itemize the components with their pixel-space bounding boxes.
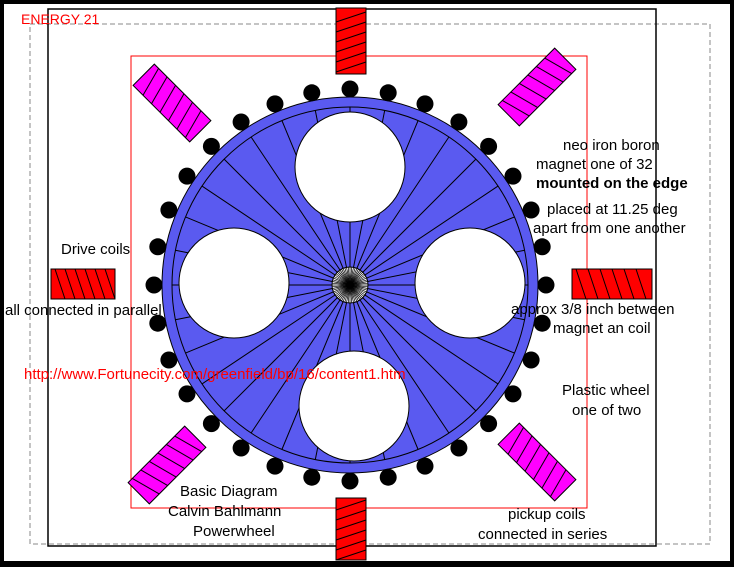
wheel-label-line1: Plastic wheel [562, 382, 650, 399]
coil-top-left [132, 63, 212, 143]
spoke-line [250, 284, 351, 434]
magnet-label-line1: neo iron boron [563, 137, 660, 154]
magnet-dot [533, 238, 551, 256]
spoke-line [349, 284, 450, 434]
magnet-dot [504, 385, 522, 403]
magnet-dot [480, 415, 498, 433]
magnet-dot [303, 84, 321, 102]
pickup-label-line1: pickup coils [508, 506, 586, 523]
placed-label-line1: placed at 11.25 deg [547, 201, 678, 218]
magnet-dot [522, 201, 540, 219]
magnet-dot [450, 439, 468, 457]
spoke-line [201, 284, 351, 385]
spoke-line [223, 284, 351, 412]
pickup-label-line2: connected in series [478, 526, 607, 543]
magnet-dot [160, 351, 178, 369]
magnet-label-line3: mounted on the edge [536, 175, 688, 192]
magnets [145, 80, 555, 490]
magnet-dot [379, 468, 397, 486]
spoke-line [250, 136, 351, 286]
magnet-dot [149, 314, 167, 332]
magnet-dot [522, 351, 540, 369]
coil-bottom-left [127, 425, 207, 505]
magnet-dot [202, 137, 220, 155]
magnet-label-line2: magnet one of 32 [536, 156, 653, 173]
coil-bottom-right [497, 422, 577, 502]
magnet-dot [160, 201, 178, 219]
magnet-dot [450, 113, 468, 131]
magnet-dot [480, 137, 498, 155]
drive-coils-label: Drive coils [61, 241, 130, 258]
title-energy21: ENERGY 21 [21, 11, 100, 27]
parallel-label: all connected in parallel [5, 302, 162, 319]
basic-diagram-line1: Basic Diagram [180, 483, 278, 500]
wheel-holes [178, 111, 526, 462]
magnet-dot [266, 457, 284, 475]
magnet-dot [416, 95, 434, 113]
spoke-line [223, 158, 351, 286]
basic-diagram-line3: Powerwheel [193, 523, 275, 540]
magnet-dot [504, 167, 522, 185]
magnet-dot [303, 468, 321, 486]
wheel-hole-top [294, 111, 406, 223]
magnet-dot [232, 113, 250, 131]
gap-label-line1: approx 3/8 inch between [511, 301, 674, 318]
placed-label-line2: apart from one another [533, 220, 686, 237]
magnet-dot [416, 457, 434, 475]
spoke-line [349, 185, 499, 286]
coil-bottom [335, 497, 367, 561]
magnet-dot [149, 238, 167, 256]
spoke-line [349, 158, 477, 286]
magnet-dot [537, 276, 555, 294]
basic-diagram-line2: Calvin Bahlmann [168, 503, 281, 520]
gap-label-line2: magnet an coil [553, 320, 651, 337]
magnet-dot [341, 80, 359, 98]
magnet-dot [533, 314, 551, 332]
coil-right [571, 268, 653, 300]
wheel-hole-bottom [298, 350, 410, 462]
url-link[interactable]: http://www.Fortunecity.com/greenfield/bp… [24, 366, 406, 383]
plastic-wheel [145, 80, 555, 490]
wheel-hole-right [414, 227, 526, 339]
magnet-dot [379, 84, 397, 102]
magnet-dot [266, 95, 284, 113]
hub [331, 266, 369, 304]
wheel-hole-left [178, 227, 290, 339]
spoke-line [201, 185, 351, 286]
magnet-dot [178, 167, 196, 185]
spoke-line [349, 136, 450, 286]
magnet-dot [145, 276, 163, 294]
magnet-dot [178, 385, 196, 403]
dashed-frame [29, 23, 711, 545]
coil-left [50, 268, 116, 300]
coil-top-right [497, 47, 577, 127]
coil-top [335, 7, 367, 75]
spoke-line [349, 284, 499, 385]
hub-line [349, 282, 368, 286]
magnet-dot [202, 415, 220, 433]
magnet-dot [232, 439, 250, 457]
wheel-label-line2: one of two [572, 402, 641, 419]
spoke-line [349, 284, 477, 412]
magnet-dot [341, 472, 359, 490]
